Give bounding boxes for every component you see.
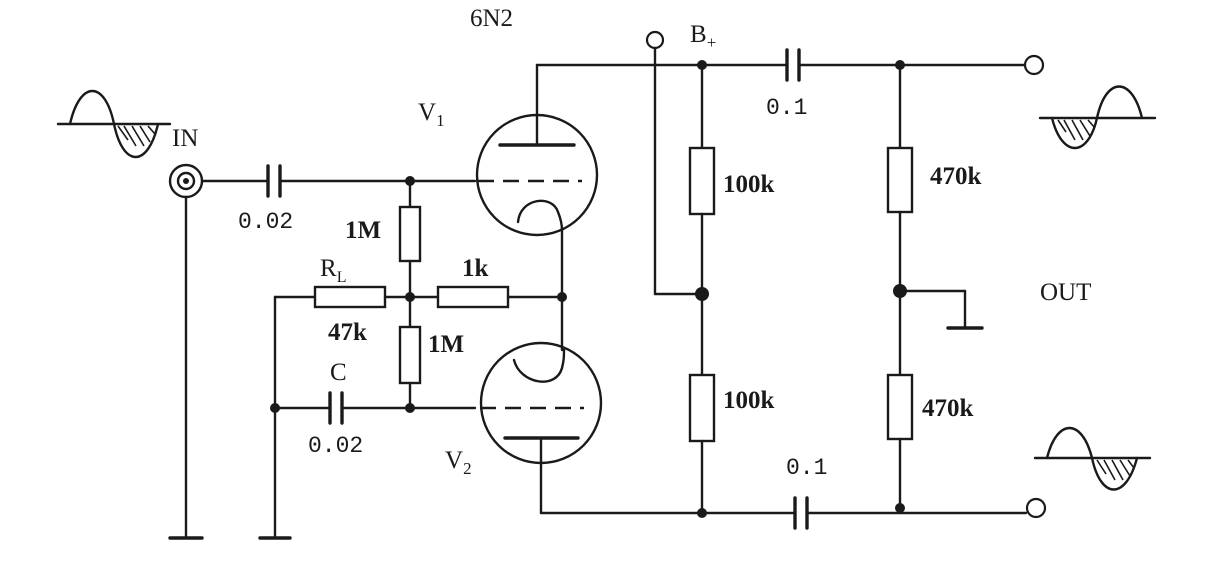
feedback-capacitor-value: 0.02	[308, 433, 363, 459]
supply-label: B+	[690, 21, 716, 52]
input-coupling-capacitor	[200, 164, 477, 198]
cathode-load-resistor-value: 100k	[723, 387, 775, 414]
output-top-resistor-value: 470k	[930, 163, 982, 190]
input-label: IN	[172, 125, 198, 152]
input-capacitor-value: 0.02	[238, 209, 293, 235]
plate-resistor-value: 100k	[723, 171, 775, 198]
output-top-capacitor-value: 0.1	[766, 95, 807, 121]
load-and-cathode-resistors	[258, 285, 562, 540]
tube-v2-label: V2	[445, 447, 472, 478]
tube-v2	[479, 341, 603, 515]
grid-divider	[398, 179, 422, 410]
load-resistor-label: RL	[320, 255, 346, 286]
supply-rail	[535, 30, 1045, 296]
cathode-resistor-value: 1k	[462, 255, 489, 282]
tube-v1-label: V1	[418, 99, 445, 130]
input-waveform-icon	[56, 90, 172, 158]
junction-dots	[270, 60, 907, 518]
bottom-rail	[539, 496, 1047, 530]
load-resistor-value: 47k	[328, 319, 367, 346]
feedback-capacitor	[273, 391, 477, 425]
output-bottom-resistor-value: 470k	[922, 395, 974, 422]
tube-type-label: 6N2	[470, 5, 513, 32]
grid-resistor-bottom-value: 1M	[428, 331, 464, 358]
output-label: OUT	[1040, 279, 1091, 306]
input-jack	[168, 163, 204, 540]
feedback-capacitor-label: C	[330, 359, 347, 386]
plate-cathode-load-resistors	[688, 63, 716, 515]
grid-resistor-top-value: 1M	[345, 217, 381, 244]
output-bottom-waveform-icon	[1033, 427, 1152, 491]
output-resistors	[886, 63, 984, 515]
output-top-waveform-icon	[1038, 85, 1157, 149]
tube-v1	[475, 63, 599, 237]
output-bottom-capacitor-value: 0.1	[786, 455, 827, 481]
